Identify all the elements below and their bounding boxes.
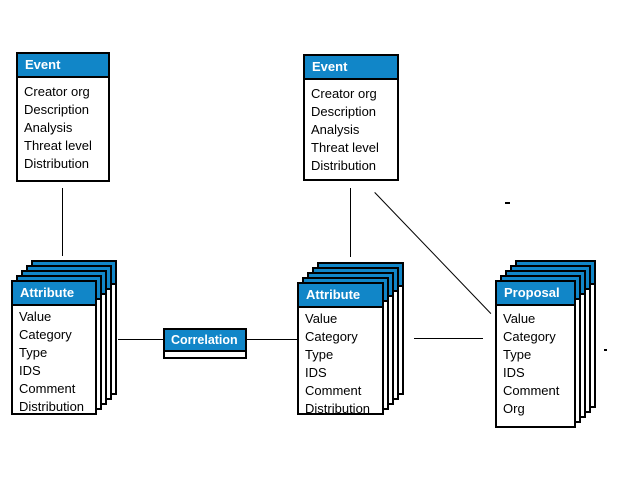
field-row: Comment [19,381,76,396]
entity-title: Event [18,54,108,78]
field-row: Creator org [311,86,377,101]
field-row: Type [503,347,532,362]
connector-attribute-left-to-correlation [118,339,163,340]
connector-attribute-middle-to-proposal [414,338,483,339]
field-row: Org [503,401,525,416]
entity-fields: Value Category Type IDS Comment Org [497,306,574,418]
field-row: Distribution [24,156,90,171]
field-row: Description [311,104,377,119]
field-row: IDS [19,363,41,378]
entity-fields: Value Category Type IDS Comment Distribu… [13,306,95,416]
entity-attribute-middle: Attribute Value Category Type IDS Commen… [297,282,384,418]
entity-title: Attribute [299,284,382,308]
field-row: Value [305,311,338,326]
entity-proposal: Proposal Value Category Type IDS Comment… [495,280,576,428]
field-row: Type [19,345,48,360]
field-row: Analysis [24,120,73,135]
entity-proposal-stack: Proposal Value Category Type IDS Comment… [495,260,596,428]
field-row: Category [19,327,72,342]
entity-body-strip [165,352,245,359]
field-row: Comment [305,383,362,398]
connector-correlation-to-attribute-middle [246,339,297,340]
entity-title: Event [305,56,397,80]
field-row: Category [305,329,358,344]
stray-mark [604,349,607,351]
entity-attribute-middle-stack: Attribute Value Category Type IDS Commen… [297,262,404,418]
field-row: Comment [503,383,560,398]
field-row: IDS [305,365,327,380]
entity-fields: Creator org Description Analysis Threat … [305,80,397,175]
field-row: Threat level [24,138,92,153]
entity-title: Correlation [165,330,245,352]
field-row: Creator org [24,84,90,99]
field-row: Value [503,311,536,326]
stray-mark [505,202,510,204]
field-row: Distribution [19,399,85,414]
field-row: Value [19,309,52,324]
field-row: Distribution [311,158,377,173]
field-row: Distribution [305,401,371,416]
entity-attribute-left-stack: Attribute Value Category Type IDS Commen… [11,260,117,415]
entity-fields: Value Category Type IDS Comment Distribu… [299,308,382,418]
field-row: IDS [503,365,525,380]
entity-attribute-left: Attribute Value Category Type IDS Commen… [11,280,97,415]
entity-title: Proposal [497,282,574,306]
entity-correlation: Correlation [163,328,247,359]
entity-event-right: Event Creator org Description Analysis T… [303,54,399,181]
entity-fields: Creator org Description Analysis Threat … [18,78,108,173]
connector-event-left-to-attribute-left [62,188,63,256]
entity-title: Attribute [13,282,95,306]
field-row: Analysis [311,122,360,137]
field-row: Description [24,102,90,117]
field-row: Type [305,347,334,362]
field-row: Category [503,329,556,344]
field-row: Threat level [311,140,379,155]
connector-event-right-to-attribute-middle [350,188,351,257]
entity-event-left: Event Creator org Description Analysis T… [16,52,110,182]
